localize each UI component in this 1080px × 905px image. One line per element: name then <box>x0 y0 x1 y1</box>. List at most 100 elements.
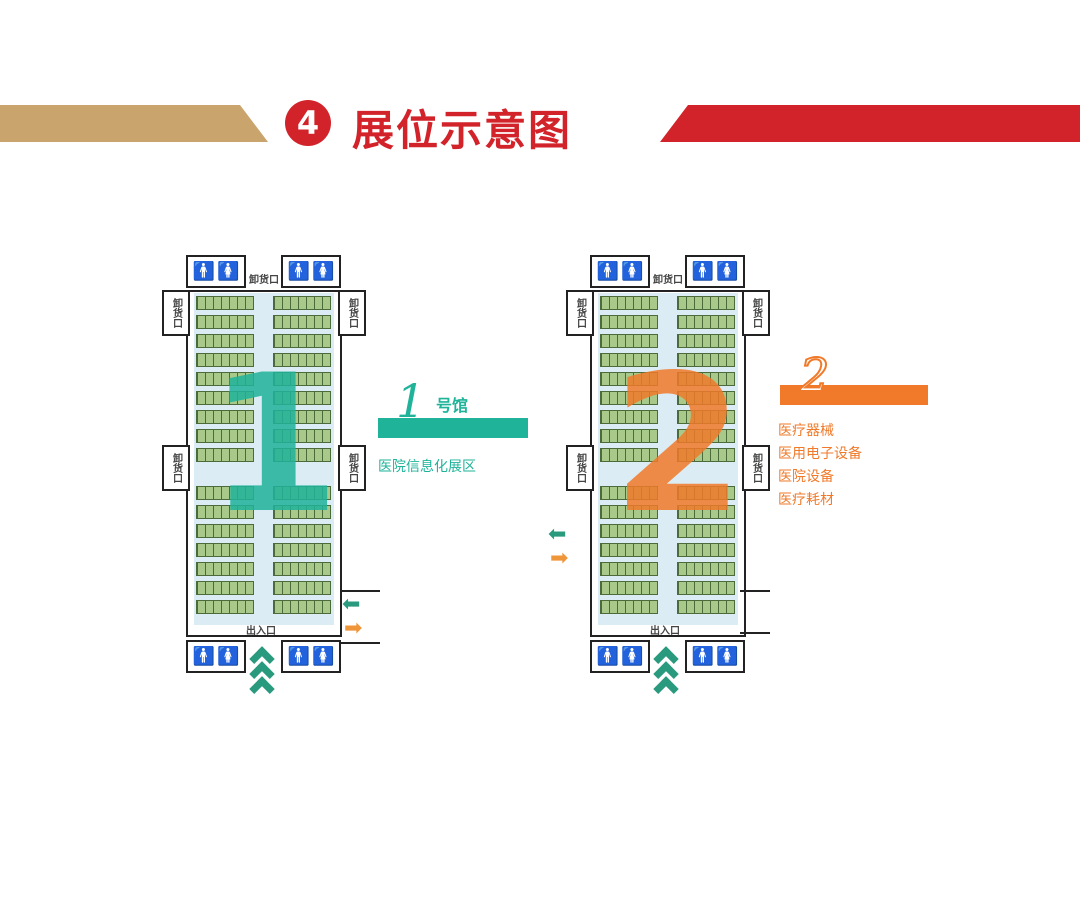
unload-dock: 卸货口 <box>742 290 770 336</box>
booth-row <box>600 581 658 595</box>
header-bar-right <box>660 105 1080 142</box>
booth-row <box>677 410 735 424</box>
booth-row <box>196 562 254 576</box>
booth-row <box>600 391 658 405</box>
woman-icon: 🚺 <box>312 261 335 282</box>
booth-row <box>600 429 658 443</box>
booth-row <box>600 524 658 538</box>
restroom: 🚹🚺 <box>590 255 650 288</box>
booth-row <box>600 372 658 386</box>
corridor-line <box>340 590 380 592</box>
category-item: 医疗器械 <box>778 423 834 439</box>
man-icon: 🚹 <box>596 646 619 667</box>
booth-row <box>677 353 735 367</box>
booth-row <box>273 448 331 462</box>
hall1-big-number: 1 <box>208 334 341 555</box>
booth-row <box>273 543 331 557</box>
woman-icon: 🚺 <box>217 646 240 667</box>
booth-row <box>677 429 735 443</box>
unload-dock: 卸货口 <box>162 445 190 491</box>
restroom: 🚹🚺 <box>186 255 246 288</box>
booth-row <box>677 296 735 310</box>
booth-row <box>196 581 254 595</box>
entrance-label: 出入口 <box>246 626 276 637</box>
man-icon: 🚹 <box>596 261 619 282</box>
man-icon: 🚹 <box>192 646 215 667</box>
hall2-tag-bar <box>780 385 928 405</box>
booth-row <box>677 486 735 500</box>
corridor-line <box>740 632 770 634</box>
unload-dock: 卸货口 <box>162 290 190 336</box>
booth-row <box>600 543 658 557</box>
unload-label-top: 卸货口 <box>653 275 683 286</box>
arrow-left-icon: ⬅ <box>342 592 361 617</box>
corridor-line <box>340 642 380 644</box>
man-icon: 🚹 <box>691 646 714 667</box>
booth-row <box>677 448 735 462</box>
section-number-badge: 4 <box>285 100 331 146</box>
booth-row <box>196 448 254 462</box>
booth-row <box>196 410 254 424</box>
booth-row <box>677 524 735 538</box>
booth-row <box>196 524 254 538</box>
unload-dock: 卸货口 <box>338 445 366 491</box>
hall1-description: 医院信息化展区 <box>378 459 476 475</box>
arrow-right-icon: ➡ <box>344 616 363 641</box>
category-item: 医院设备 <box>778 469 834 485</box>
booth-row <box>196 353 254 367</box>
booth-row <box>600 562 658 576</box>
hall2-category-list: 医疗器械 医用电子设备 医院设备 医疗耗材 <box>778 420 862 512</box>
booth-row <box>273 600 331 614</box>
booth-row <box>600 315 658 329</box>
unload-dock: 卸货口 <box>566 445 594 491</box>
booth-row <box>600 505 658 519</box>
hall2-tag-number: 2 <box>799 348 830 402</box>
restroom: 🚹🚺 <box>685 255 745 288</box>
booth-row <box>677 505 735 519</box>
booth-row <box>273 296 331 310</box>
restroom: 🚹🚺 <box>685 640 745 673</box>
unload-dock: 卸货口 <box>742 445 770 491</box>
restroom: 🚹🚺 <box>590 640 650 673</box>
booth-row <box>196 372 254 386</box>
hall1-tag-label: 号馆 <box>436 396 469 415</box>
hall1-tag-number: 1 <box>396 374 426 428</box>
booth-row <box>273 486 331 500</box>
page-title: 展位示意图 <box>352 106 573 155</box>
booth-row <box>273 581 331 595</box>
arrow-left-icon: ⬅ <box>548 522 567 547</box>
booth-row <box>196 486 254 500</box>
booth-row <box>600 448 658 462</box>
booth-row <box>196 391 254 405</box>
booth-row <box>677 543 735 557</box>
restroom: 🚹🚺 <box>281 640 341 673</box>
booth-row <box>196 505 254 519</box>
woman-icon: 🚺 <box>312 646 335 667</box>
booth-row <box>273 429 331 443</box>
unload-dock: 卸货口 <box>338 290 366 336</box>
restroom: 🚹🚺 <box>281 255 341 288</box>
unload-dock: 卸货口 <box>566 290 594 336</box>
man-icon: 🚹 <box>192 261 215 282</box>
entrance-label: 出入口 <box>650 626 680 637</box>
booth-row <box>273 505 331 519</box>
booth-row <box>273 353 331 367</box>
booth-row <box>196 429 254 443</box>
booth-row <box>273 372 331 386</box>
booth-row <box>196 334 254 348</box>
booth-row <box>600 334 658 348</box>
restroom: 🚹🚺 <box>186 640 246 673</box>
header-bar-left <box>0 105 268 142</box>
booth-row <box>196 600 254 614</box>
booth-row <box>677 600 735 614</box>
arrow-right-icon: ➡ <box>550 546 569 571</box>
booth-row <box>196 315 254 329</box>
category-item: 医用电子设备 <box>778 446 862 462</box>
category-item: 医疗耗材 <box>778 492 834 508</box>
booth-row <box>273 334 331 348</box>
woman-icon: 🚺 <box>621 261 644 282</box>
booth-row <box>677 315 735 329</box>
booth-row <box>677 391 735 405</box>
woman-icon: 🚺 <box>621 646 644 667</box>
man-icon: 🚹 <box>287 646 310 667</box>
